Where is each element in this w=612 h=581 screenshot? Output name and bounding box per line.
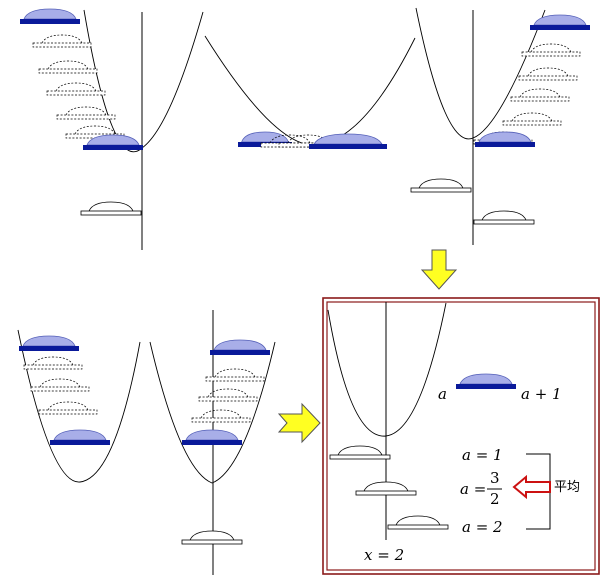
parabola-curve	[415, 7, 546, 140]
lens-outline	[410, 178, 472, 193]
lens-outline	[387, 515, 449, 530]
label-a-eq-2: a = 2	[462, 518, 503, 536]
parabola-curve	[17, 329, 141, 483]
lens-solid	[474, 131, 536, 148]
lens-solid	[18, 335, 80, 352]
lens-ghost	[205, 368, 265, 382]
lens-ghost	[30, 378, 90, 392]
lens-ghost	[510, 88, 570, 102]
lens-solid	[209, 339, 271, 356]
label-a-eq-prefix: a =	[460, 480, 486, 498]
framed-panel: a a + 1 a = 1 a = 3 2 a = 2 平均 x = 2	[322, 297, 600, 575]
lens-ghost	[502, 112, 562, 126]
lens-solid	[529, 14, 591, 31]
lens-solid	[19, 8, 81, 25]
lens-ghost	[46, 82, 106, 96]
lens-ghost	[198, 388, 258, 402]
lens-ghost	[38, 60, 98, 74]
lens-ghost	[518, 67, 578, 81]
down-arrow-icon	[420, 249, 458, 290]
label-a-eq-1: a = 1	[462, 446, 503, 464]
lens-outline	[473, 210, 535, 225]
label-average: 平均	[554, 480, 580, 495]
parabola-curve	[149, 341, 276, 484]
frac-numerator: 3	[490, 469, 500, 487]
lens-ghost	[38, 401, 98, 415]
label-a-plus-1: a + 1	[521, 385, 562, 403]
top-middle-panel	[204, 35, 416, 150]
lens-solid	[308, 133, 388, 150]
lens-solid	[49, 429, 111, 446]
lens-outline	[181, 530, 243, 545]
top-left-panel	[19, 8, 204, 250]
lens-ghost	[32, 34, 92, 48]
lens-outline	[355, 481, 417, 496]
lens-outline	[329, 445, 391, 460]
lens-ghost	[23, 356, 83, 370]
lens-ghost	[191, 409, 251, 423]
label-a: a	[438, 385, 447, 403]
top-right-panel	[410, 7, 591, 245]
parabola-curve	[204, 35, 416, 146]
frac-denominator: 2	[490, 490, 500, 508]
bottom-left-panel	[17, 310, 276, 575]
right-arrow-icon	[277, 402, 321, 444]
label-x-eq-2: x = 2	[364, 546, 404, 564]
lens-solid	[181, 429, 243, 446]
parabola-curve	[83, 9, 204, 153]
parabola-curve	[327, 302, 447, 437]
left-hollow-arrow-icon	[512, 474, 551, 500]
lens-solid	[455, 373, 517, 390]
lens-outline	[80, 201, 142, 216]
